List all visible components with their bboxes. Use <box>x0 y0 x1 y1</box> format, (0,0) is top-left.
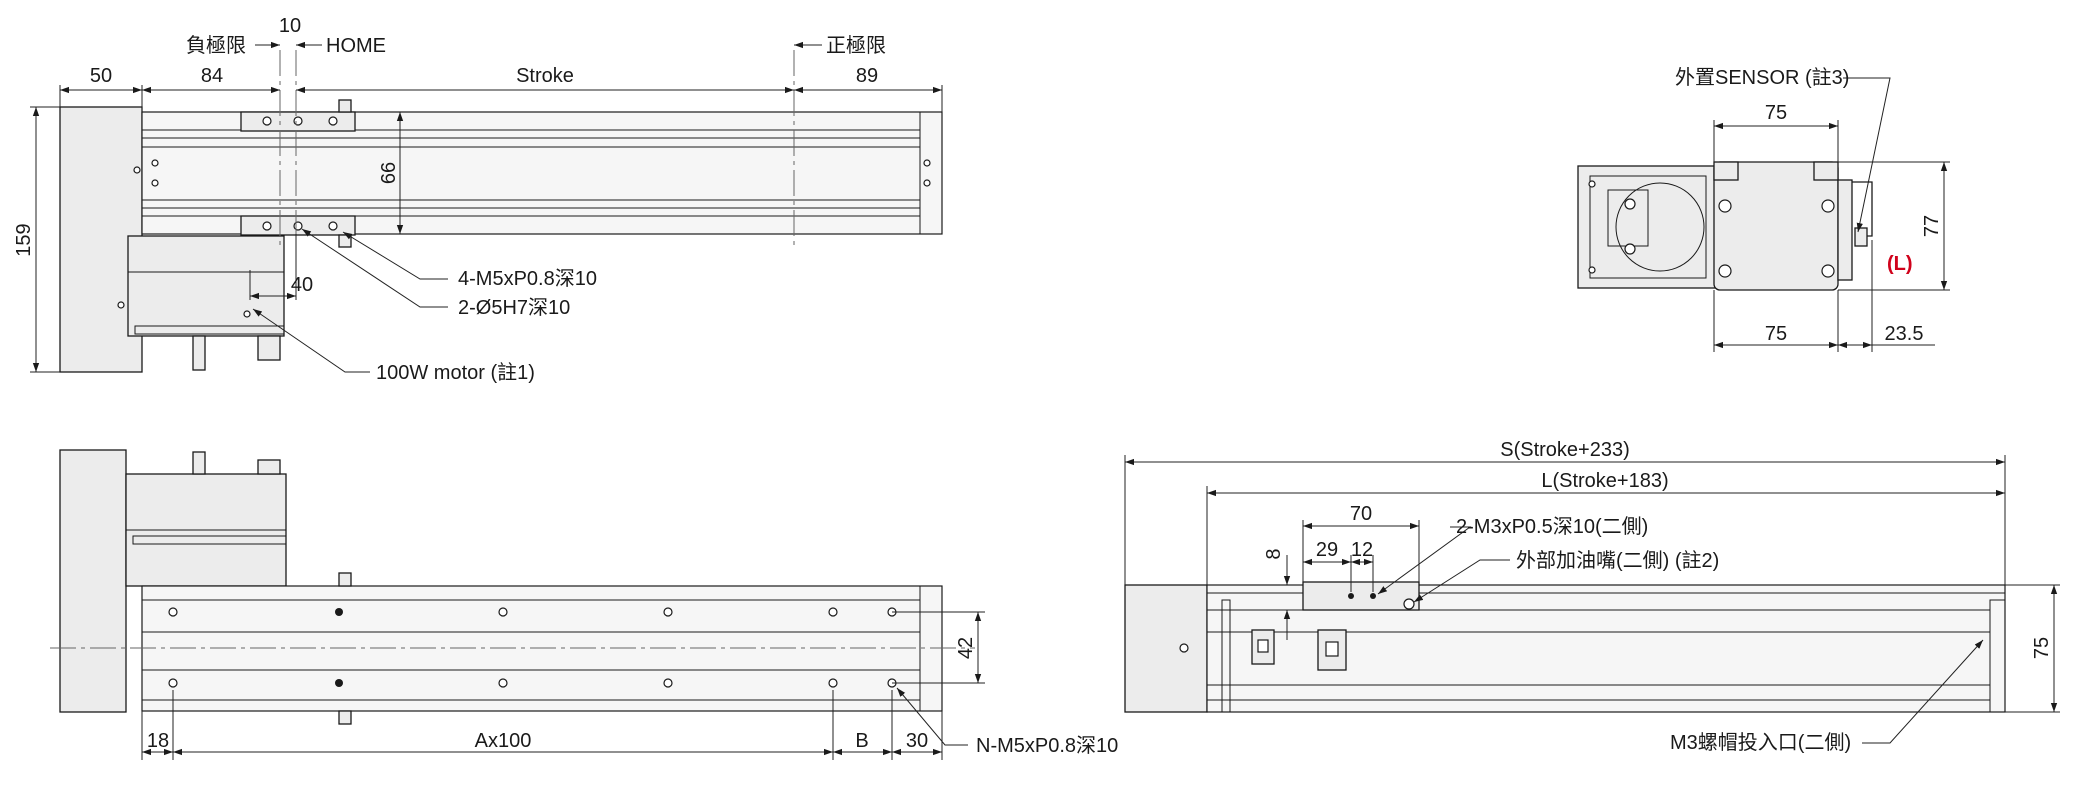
note-tap-holes: 4-M5xP0.8深10 <box>458 267 597 290</box>
dim-29: 29 <box>1316 539 1338 561</box>
dim-ax100: Ax100 <box>475 730 532 752</box>
motor-end-cap-front <box>59 449 127 713</box>
dim-l-length: L(Stroke+183) <box>1541 470 1668 492</box>
note-nut-slot: M3螺帽投入口(二側) <box>1670 731 1851 754</box>
side-end-cap <box>1124 584 1208 713</box>
note-pin-holes: 2-Ø5H7深10 <box>458 296 570 319</box>
pos-limit-label: 正極限 <box>826 34 886 57</box>
dim-42: 42 <box>955 637 977 659</box>
home-label: HOME <box>326 35 386 57</box>
dim-75-bottom: 75 <box>1765 323 1787 345</box>
side-slider <box>1302 581 1420 611</box>
sensor <box>1837 179 1853 281</box>
side-view: S(Stroke+233) L(Stroke+183) 70 29 12 8 7… <box>1124 439 2060 754</box>
neg-limit-label: 負極限 <box>186 34 246 57</box>
dim-66: 66 <box>378 162 400 184</box>
dim-75-top: 75 <box>1765 102 1787 124</box>
stroke-label: Stroke <box>516 65 574 87</box>
dim-159: 159 <box>13 223 35 256</box>
dim-75-side: 75 <box>2031 637 2053 659</box>
note-motor: 100W motor (註1) <box>376 361 535 384</box>
note-grease-nipple: 外部加油嘴(二側) (註2) <box>1516 549 1719 572</box>
dim-30: 30 <box>906 730 928 752</box>
dim-12: 12 <box>1351 539 1373 561</box>
dim-77: 77 <box>1921 215 1943 237</box>
dim-50: 50 <box>90 65 112 87</box>
sensor-note: 外置SENSOR (註3) <box>1675 66 1849 89</box>
motor-housing <box>1713 161 1839 291</box>
note-m3-tap: 2-M3xP0.5深10(二側) <box>1456 515 1648 538</box>
actuator-body <box>141 111 943 235</box>
dim-84: 84 <box>201 65 223 87</box>
front-view: 42 18 Ax100 B 30 N-M5xP0.8深10 <box>50 449 1118 760</box>
note-mount-holes: N-M5xP0.8深10 <box>976 734 1118 757</box>
dim-23-5: 23.5 <box>1885 323 1924 345</box>
dim-10: 10 <box>279 15 301 37</box>
dim-8: 8 <box>1263 548 1285 559</box>
cap-hole <box>133 166 141 174</box>
motor <box>127 235 285 337</box>
dim-70: 70 <box>1350 503 1372 525</box>
dim-40: 40 <box>291 274 313 296</box>
end-view: 外置SENSOR (註3) 75 77 (L) 75 23.5 <box>1577 66 1950 352</box>
dim-b: B <box>855 730 868 752</box>
dim-s-length: S(Stroke+233) <box>1500 439 1630 461</box>
cap-hole <box>117 301 125 309</box>
side-l-label: (L) <box>1887 253 1913 275</box>
dim-18: 18 <box>147 730 169 752</box>
top-view: 50 84 10 負極限 HOME Stroke 正極限 89 159 66 4… <box>13 15 943 384</box>
dim-89: 89 <box>856 65 878 87</box>
